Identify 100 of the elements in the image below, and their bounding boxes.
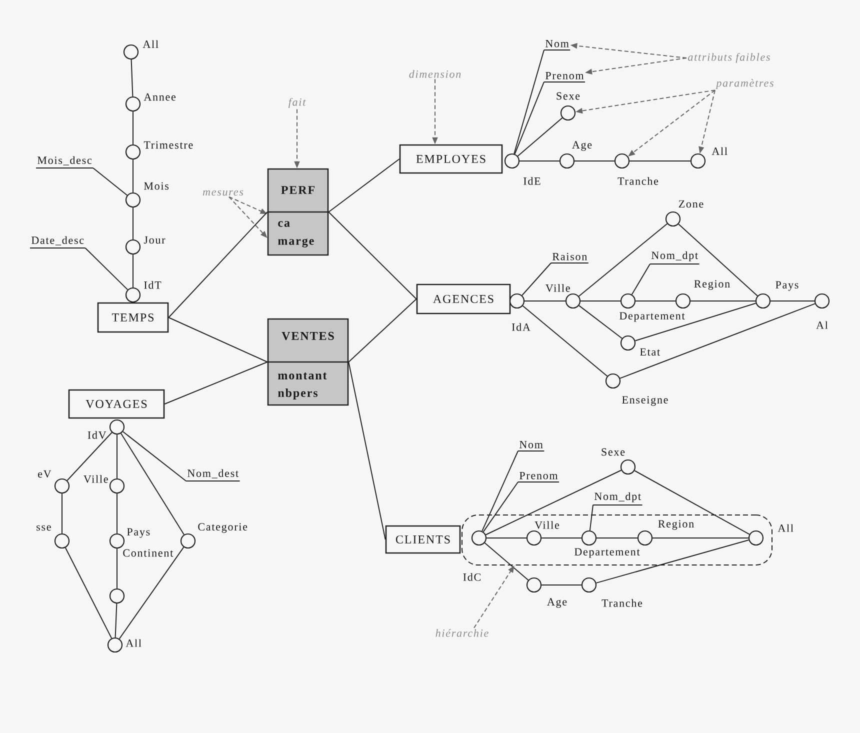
node-label: Region	[694, 280, 730, 290]
connector-line	[519, 160, 560, 162]
node-label: Departement	[574, 548, 640, 558]
connector-line	[484, 542, 529, 581]
connector-line	[574, 160, 615, 162]
connector-line	[522, 262, 552, 296]
fact-box: VENTES montant nbpers	[267, 318, 349, 406]
connector-line	[580, 300, 621, 302]
connector-line	[578, 305, 622, 339]
underlined-label: Nom_dpt	[650, 251, 700, 264]
connector-line	[122, 431, 186, 482]
connector-line	[348, 362, 386, 540]
node-label: Tranche	[602, 599, 642, 607]
connector-line	[348, 298, 417, 362]
node-label: Mois	[144, 182, 169, 190]
connector-line	[596, 540, 750, 584]
underlined-label: Prenom	[544, 72, 586, 82]
fact-box: PERF ca marge	[267, 168, 329, 256]
connector-line	[631, 264, 650, 295]
connector-line	[132, 159, 134, 193]
underlined-label: Mois_desc	[36, 156, 94, 168]
annotation-label: hiérarchie	[436, 629, 488, 637]
connector-line	[522, 305, 608, 377]
node-label: Etat	[640, 348, 660, 356]
connector-line	[130, 59, 134, 97]
connector-line	[168, 212, 268, 318]
connector-line	[629, 160, 691, 162]
annotation-label: dimension	[409, 70, 461, 78]
node-label: Trimestre	[144, 141, 193, 149]
annotation-label: paramètres	[716, 79, 774, 89]
node-label: Tranche	[618, 177, 658, 185]
node-label: eV	[38, 470, 52, 478]
dashed-frame	[462, 514, 772, 566]
underlined-label: Nom_dest	[186, 469, 240, 482]
connector-line	[482, 450, 518, 532]
node-label: All	[778, 524, 794, 532]
node-label: Zone	[678, 200, 704, 208]
connector-line	[116, 434, 118, 479]
connector-line	[634, 470, 750, 535]
node-label: Sexe	[556, 92, 580, 100]
node-label: All	[142, 40, 158, 48]
node-label: Age	[547, 598, 567, 608]
node-label: Categorie	[198, 523, 248, 533]
underlined-label: Raison	[550, 252, 589, 264]
node-label: All	[126, 639, 142, 647]
node-label: IdE	[524, 177, 540, 185]
connector-line	[328, 212, 417, 300]
connector-line	[485, 470, 622, 536]
connector-line	[114, 603, 118, 638]
connector-line	[541, 584, 582, 586]
connector-line	[118, 546, 184, 640]
connector-line	[770, 300, 815, 302]
node-label: Pays	[776, 281, 798, 291]
connector-line	[514, 82, 544, 154]
connector-line	[120, 432, 185, 536]
node-label: Enseigne	[622, 396, 668, 406]
node-label: Departement	[620, 312, 685, 322]
node-label: Jour	[144, 236, 166, 244]
connector-line	[116, 548, 118, 589]
connector-line	[132, 207, 134, 240]
connector-line	[132, 254, 134, 288]
connector-line	[116, 493, 118, 534]
node-label: IdT	[144, 281, 162, 289]
node-label: IdC	[463, 573, 481, 581]
underlined-label: Date_desc	[30, 236, 86, 248]
connector-line	[620, 303, 816, 379]
connector-line	[634, 302, 756, 342]
underlined-label: Nom	[518, 441, 545, 452]
node-label: Continent	[123, 549, 174, 557]
annotation-label: fait	[288, 98, 306, 108]
underlined-label: Prenom	[518, 472, 560, 482]
annotation-label: attributs faibles	[688, 52, 770, 64]
node-label: IdA	[512, 323, 530, 331]
underlined-label: Nom	[544, 40, 571, 50]
connector-line	[482, 482, 518, 532]
connector-line	[168, 317, 268, 362]
connector-line	[84, 248, 128, 290]
connector-line	[578, 223, 668, 297]
node-label: All	[712, 147, 728, 155]
dimension-box: CLIENTS	[385, 525, 461, 554]
connector-line	[164, 362, 268, 404]
connector-line	[514, 50, 544, 154]
connector-line	[64, 547, 112, 639]
node-label: Ville	[534, 521, 560, 529]
connector-line	[690, 300, 756, 302]
node-label: Sexe	[602, 448, 625, 456]
node-label: Annee	[144, 93, 176, 101]
node-label: Ville	[546, 284, 570, 292]
underlined-label: Nom_dpt	[592, 492, 643, 506]
node-label: IdV	[88, 431, 106, 439]
connector-line	[635, 300, 676, 302]
node-label: Age	[572, 141, 592, 151]
connector-line	[132, 111, 134, 145]
annotation-label: mesures	[202, 190, 244, 196]
connector-line	[589, 504, 594, 531]
connector-line	[678, 224, 758, 296]
node-label: Al	[816, 321, 828, 329]
connector-line	[517, 117, 563, 157]
node-label: Pays	[127, 528, 150, 538]
connector-line	[92, 168, 128, 196]
